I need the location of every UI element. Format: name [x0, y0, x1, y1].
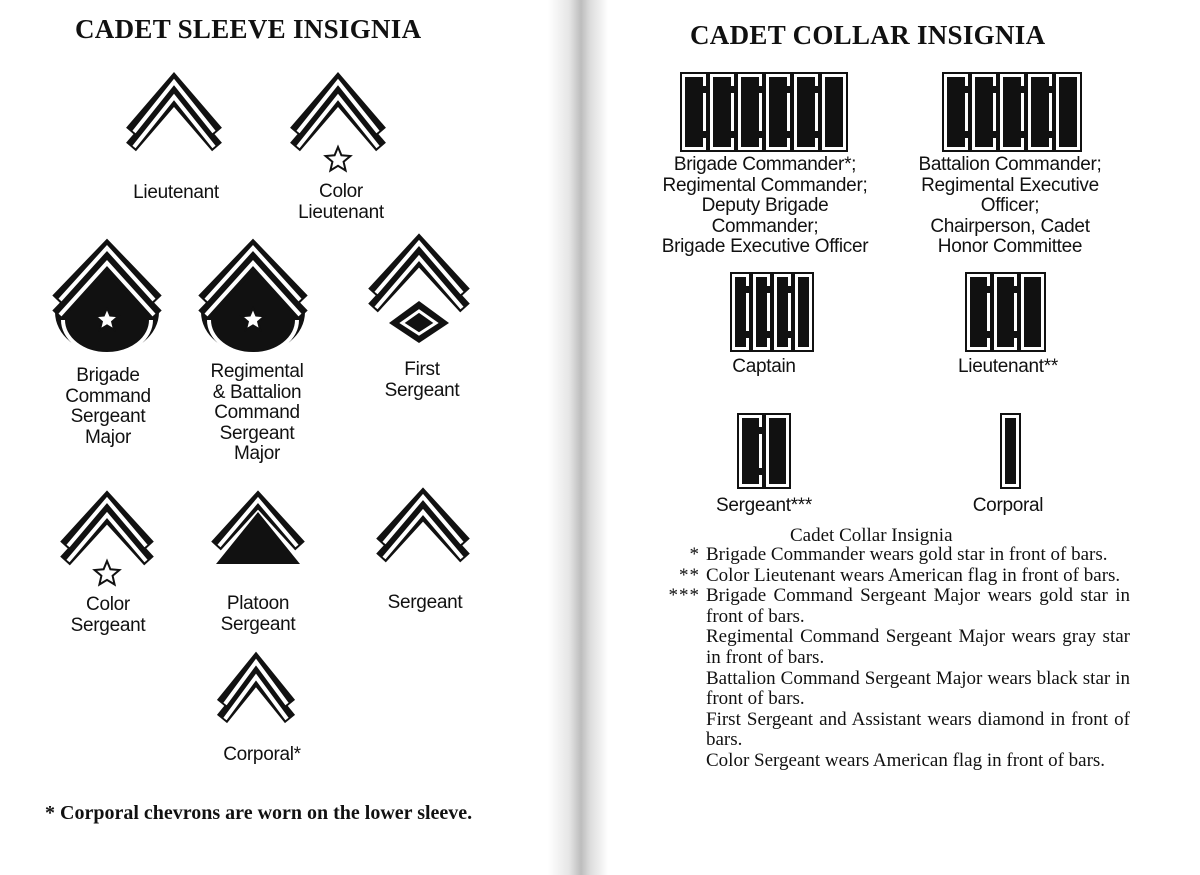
- sleeve-label: Corporal*: [223, 744, 301, 765]
- note: ***Brigade Command Sergeant Major wears …: [668, 585, 1131, 627]
- collar-label: Battalion Commander; Regimental Executiv…: [918, 154, 1102, 257]
- note: Regimental Command Sergeant Major wears …: [706, 626, 1130, 668]
- note: *Brigade Commander wears gold star in fr…: [689, 544, 1108, 565]
- collar-notes: *Brigade Commander wears gold star in fr…: [650, 544, 1131, 772]
- collar-bars-5-icon: [942, 72, 1082, 152]
- sleeve-label: Lieutenant: [133, 182, 219, 203]
- note: **Color Lieutenant wears American flag i…: [679, 564, 1121, 586]
- note: Color Sergeant wears American flag in fr…: [706, 749, 1106, 771]
- sleeve-label: Platoon Sergeant: [220, 593, 296, 635]
- collar-bars-1-icon: [1000, 413, 1021, 489]
- chevron-2-icon: [216, 651, 296, 724]
- collar-bars-2-icon: [737, 413, 791, 489]
- chevron-2-icon: [126, 72, 222, 152]
- collar-bars-4-icon: [730, 272, 814, 352]
- note: First Sergeant and Assistant wears diamo…: [706, 708, 1130, 751]
- sleeve-footnote: * Corporal chevrons are worn on the lowe…: [45, 802, 473, 824]
- page-fold: [548, 0, 608, 875]
- chevron-2-star-icon: [290, 72, 386, 173]
- sleeve-label: Color Lieutenant: [298, 181, 384, 223]
- collar-bars-3-icon: [965, 272, 1046, 352]
- chevron-rocker-star-icon: [52, 238, 162, 356]
- sleeve-label: Brigade Command Sergeant Major: [65, 365, 151, 448]
- sleeve-label: Sergeant: [387, 592, 463, 613]
- chevron-2-icon: [376, 487, 470, 563]
- collar-bars-6-icon: [680, 72, 848, 152]
- collar-caption: Cadet Collar Insignia: [790, 525, 953, 546]
- note: Battalion Command Sergeant Major wears b…: [706, 667, 1130, 710]
- sleeve-label: Regimental & Battalion Command Sergeant …: [210, 361, 304, 464]
- sleeve-label: Color Sergeant: [70, 594, 146, 636]
- sleeve-label: First Sergeant: [384, 359, 460, 401]
- chevron-diamond-icon: [368, 233, 470, 343]
- collar-label: Lieutenant**: [958, 356, 1058, 377]
- collar-label: Corporal: [972, 495, 1044, 516]
- chevron-filled-icon: [211, 490, 305, 564]
- sleeve-title: CADET SLEEVE INSIGNIA: [75, 14, 422, 44]
- collar-label: Captain: [732, 356, 796, 377]
- collar-label: Brigade Commander*; Regimental Commander…: [661, 154, 869, 257]
- chevron-rocker-star-icon: [198, 238, 308, 356]
- collar-title: CADET COLLAR INSIGNIA: [690, 20, 1046, 50]
- chevron-2-star-icon: [60, 490, 154, 587]
- collar-label: Sergeant***: [716, 495, 812, 516]
